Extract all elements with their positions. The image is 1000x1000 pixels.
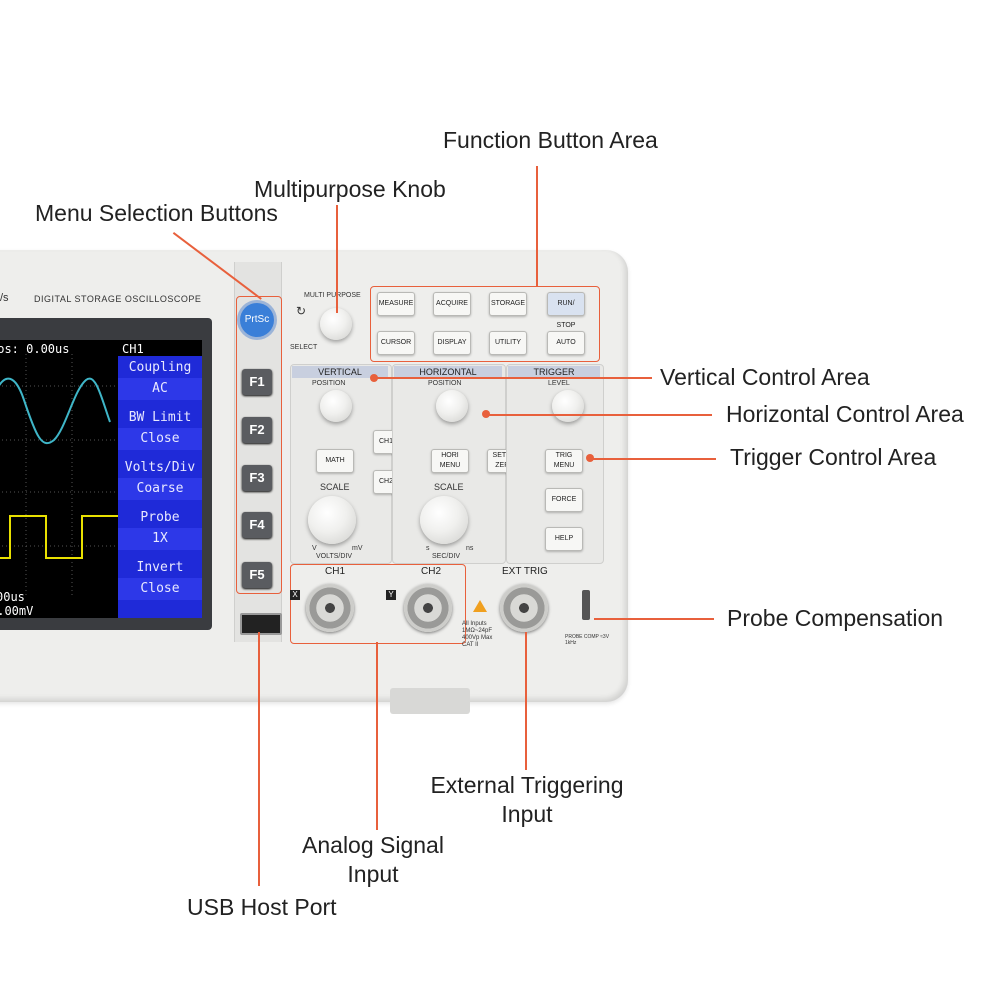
menu-item-invert: Invert Close — [118, 558, 202, 600]
trigger-title: TRIGGER — [508, 366, 600, 378]
f1-button[interactable]: F1 — [242, 369, 272, 395]
callout-analog-signal-input: Analog Signal Input — [302, 832, 444, 887]
waveform-display — [0, 354, 118, 598]
trigger-leader — [590, 458, 716, 460]
multipurpose-label: MULTI PURPOSE — [304, 292, 361, 299]
vertical-mv-label: mV — [352, 545, 363, 552]
vertical-title: VERTICAL — [292, 366, 388, 378]
callout-external-triggering-input: External Triggering Input — [430, 772, 624, 827]
model-label: DIGITAL STORAGE OSCILLOSCOPE — [34, 294, 202, 304]
stand — [390, 688, 470, 714]
vertical-position-label: POSITION — [312, 380, 346, 387]
title-partial: /s — [0, 292, 9, 304]
auto-button[interactable]: AUTO — [547, 331, 585, 355]
analog-input-area — [290, 564, 466, 644]
acquire-button[interactable]: ACQUIRE — [433, 292, 471, 316]
callout-multipurpose-knob: Multipurpose Knob — [254, 176, 446, 202]
force-button[interactable]: FORCE — [545, 488, 583, 512]
probe-comp-leader — [594, 618, 714, 620]
pos-readout: Pos: 0.00us — [0, 342, 70, 356]
run-stop-button[interactable]: RUN/ STOP — [547, 292, 585, 329]
cursor-button[interactable]: CURSOR — [377, 331, 415, 355]
vertical-scale-label: SCALE — [320, 482, 350, 492]
callout-usb-host-port: USB Host Port — [187, 894, 337, 920]
y-label: Y — [386, 590, 396, 600]
volts-div-label: VOLTS/DIV — [316, 553, 353, 560]
callout-trigger-control-area: Trigger Control Area — [730, 444, 937, 470]
horizontal-position-label: POSITION — [428, 380, 462, 387]
callout-probe-compensation: Probe Compensation — [727, 605, 944, 631]
horizontal-s-label: s — [426, 545, 430, 552]
x-label: X — [290, 590, 300, 600]
ch2-input-label: CH2 — [421, 566, 442, 577]
function-area-leader — [536, 166, 538, 286]
vertical-leader-dot — [370, 374, 378, 382]
select-label: SELECT — [290, 344, 318, 351]
trig-menu-button[interactable]: TRIG MENU — [545, 449, 583, 473]
usb-leader — [258, 632, 260, 886]
storage-button[interactable]: STORAGE — [489, 292, 527, 316]
callout-menu-selection-buttons: Menu Selection Buttons — [35, 200, 278, 226]
f4-button[interactable]: F4 — [242, 512, 272, 538]
trigger-level-knob[interactable] — [552, 390, 584, 422]
display-button[interactable]: DISPLAY — [433, 331, 471, 355]
f5-button[interactable]: F5 — [242, 562, 272, 588]
function-button-area — [370, 286, 600, 362]
horizontal-scale-knob[interactable] — [420, 496, 468, 544]
ext-trig-label: EXT TRIG — [502, 566, 548, 577]
screen-menu: Coupling AC BW Limit Close Volts/Div Coa… — [118, 356, 202, 618]
sec-div-label: SEC/DIV — [432, 553, 461, 560]
volt-readout: 0.00mV — [0, 604, 34, 618]
math-button[interactable]: MATH — [316, 449, 354, 473]
horizontal-position-knob[interactable] — [436, 390, 468, 422]
ch1-input-label: CH1 — [325, 566, 346, 577]
prtsc-button[interactable]: PrtSc — [240, 303, 274, 337]
horizontal-leader — [486, 414, 712, 416]
probe-comp-label: PROBE COMP ≈3V 1kHz — [565, 634, 610, 646]
ch1-bnc-connector[interactable] — [306, 584, 354, 632]
ch2-waveform — [0, 515, 118, 559]
usb-host-port[interactable] — [240, 613, 282, 635]
input-warning-text: All Inputs 1MΩ~24pF 400Vp Max CAT II — [462, 621, 493, 648]
trigger-leader-dot — [586, 454, 594, 462]
hori-menu-button[interactable]: HORI MENU — [431, 449, 469, 473]
channel-readout: CH1 — [122, 342, 144, 356]
measure-button[interactable]: MEASURE — [377, 292, 415, 316]
menu-item-probe: Probe 1X — [118, 508, 202, 550]
horizontal-title: HORIZONTAL — [394, 366, 502, 378]
menu-item-volts-div: Volts/Div Coarse — [118, 458, 202, 500]
ch1-waveform — [0, 377, 111, 445]
menu-item-coupling: Coupling AC — [118, 358, 202, 400]
ext-trig-leader — [525, 632, 527, 770]
horizontal-ns-label: ns — [466, 545, 474, 552]
rotate-icon: ↻ — [296, 304, 307, 318]
multipurpose-knob[interactable] — [320, 308, 352, 340]
analog-input-leader — [376, 642, 378, 830]
callout-function-button-area: Function Button Area — [443, 127, 658, 153]
probe-comp-terminal[interactable] — [582, 590, 590, 620]
f3-button[interactable]: F3 — [242, 465, 272, 491]
menu-buttons-highlight — [236, 296, 282, 594]
horizontal-scale-label: SCALE — [434, 482, 464, 492]
menu-item-bw-limit: BW Limit Close — [118, 408, 202, 450]
vertical-v-label: V — [312, 545, 317, 552]
callout-horizontal-control-area: Horizontal Control Area — [726, 401, 964, 427]
utility-button[interactable]: UTILITY — [489, 331, 527, 355]
ext-trig-bnc-connector[interactable] — [500, 584, 548, 632]
vertical-position-knob[interactable] — [320, 390, 352, 422]
ch2-bnc-connector[interactable] — [404, 584, 452, 632]
help-button[interactable]: HELP — [545, 527, 583, 551]
horizontal-leader-dot — [482, 410, 490, 418]
f2-button[interactable]: F2 — [242, 417, 272, 443]
vertical-leader — [374, 377, 652, 379]
time-readout: 00us — [0, 590, 25, 604]
callout-vertical-control-area: Vertical Control Area — [660, 364, 870, 390]
trigger-level-label: LEVEL — [548, 380, 570, 387]
multipurpose-leader — [336, 205, 338, 313]
warning-icon — [473, 600, 487, 612]
vertical-scale-knob[interactable] — [308, 496, 356, 544]
